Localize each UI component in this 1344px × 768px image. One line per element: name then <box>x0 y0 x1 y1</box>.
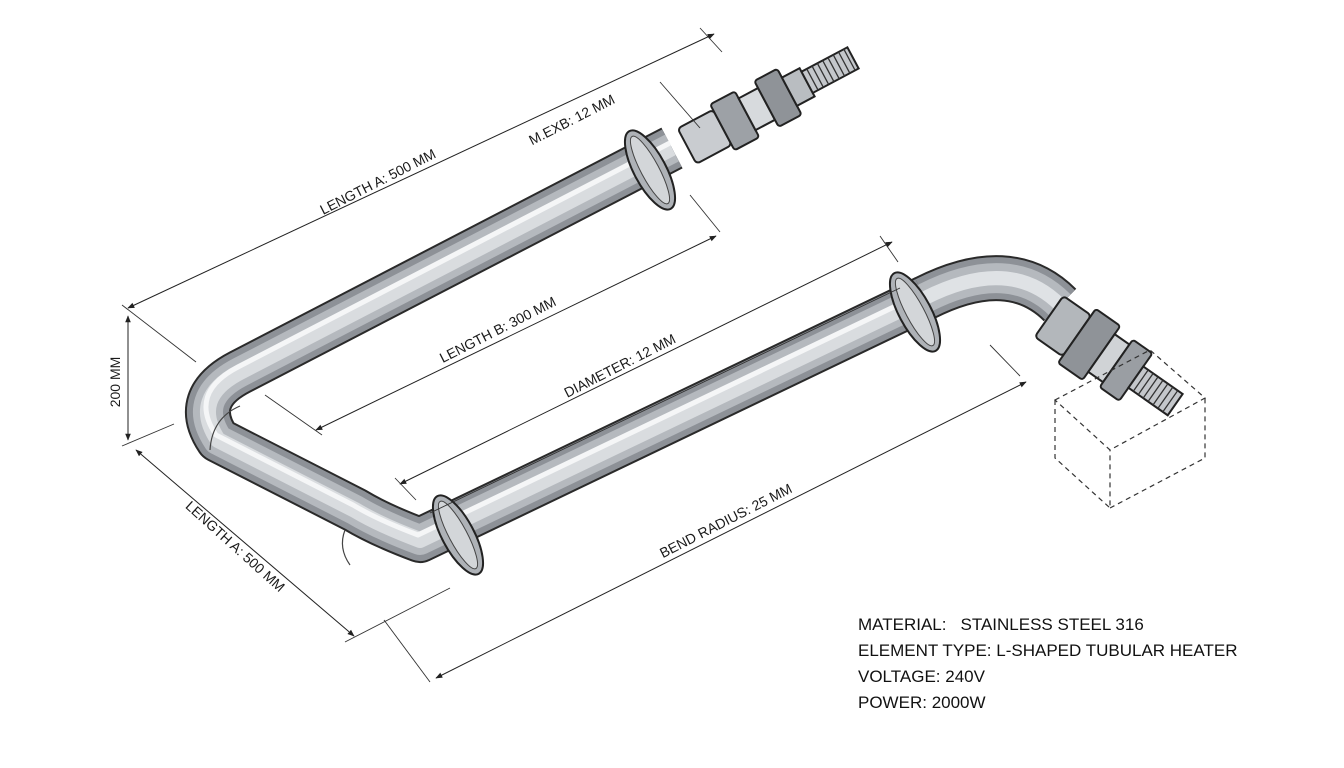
spec-element-type-label: ELEMENT TYPE: <box>858 641 992 660</box>
heater-tube <box>185 127 935 566</box>
spec-element-type-value: L-SHAPED TUBULAR HEATER <box>996 641 1238 660</box>
label-length-a-bottom: LENGTH A: 500 MM <box>183 498 289 595</box>
label-length-b: LENGTH B: 300 MM <box>437 293 559 366</box>
specifications-block: MATERIAL: STAINLESS STEEL 316 ELEMENT TYP… <box>858 612 1237 716</box>
label-height: 200 MM <box>107 357 123 408</box>
spec-power-value: 2000W <box>931 693 986 712</box>
spec-voltage-label: VOLTAGE: <box>858 667 941 686</box>
dimension-lines <box>121 27 1027 683</box>
spec-power: POWER: 2000W <box>858 690 1237 716</box>
label-bend-radius: BEND RADIUS: 25 MM <box>657 480 795 561</box>
label-length-a-top: LENGTH A: 500 MM <box>317 145 438 217</box>
spec-voltage: VOLTAGE: 240V <box>858 664 1237 690</box>
spec-element-type: ELEMENT TYPE: L-SHAPED TUBULAR HEATER <box>858 638 1237 664</box>
top-terminal <box>678 45 861 164</box>
spec-material: MATERIAL: STAINLESS STEEL 316 <box>858 612 1237 638</box>
right-elbow <box>914 255 1077 322</box>
label-mexb: M.EXB: 12 MM <box>526 91 617 148</box>
lower-terminal <box>1035 296 1185 417</box>
spec-power-label: POWER: <box>858 693 927 712</box>
spec-material-value: STAINLESS STEEL 316 <box>960 615 1144 634</box>
mounting-box <box>1053 349 1207 510</box>
label-diameter: DIAMETER: 12 MM <box>561 331 678 401</box>
flange-lower-right <box>888 271 942 353</box>
spec-material-label: MATERIAL: <box>858 615 947 634</box>
spec-voltage-value: 240V <box>945 667 985 686</box>
